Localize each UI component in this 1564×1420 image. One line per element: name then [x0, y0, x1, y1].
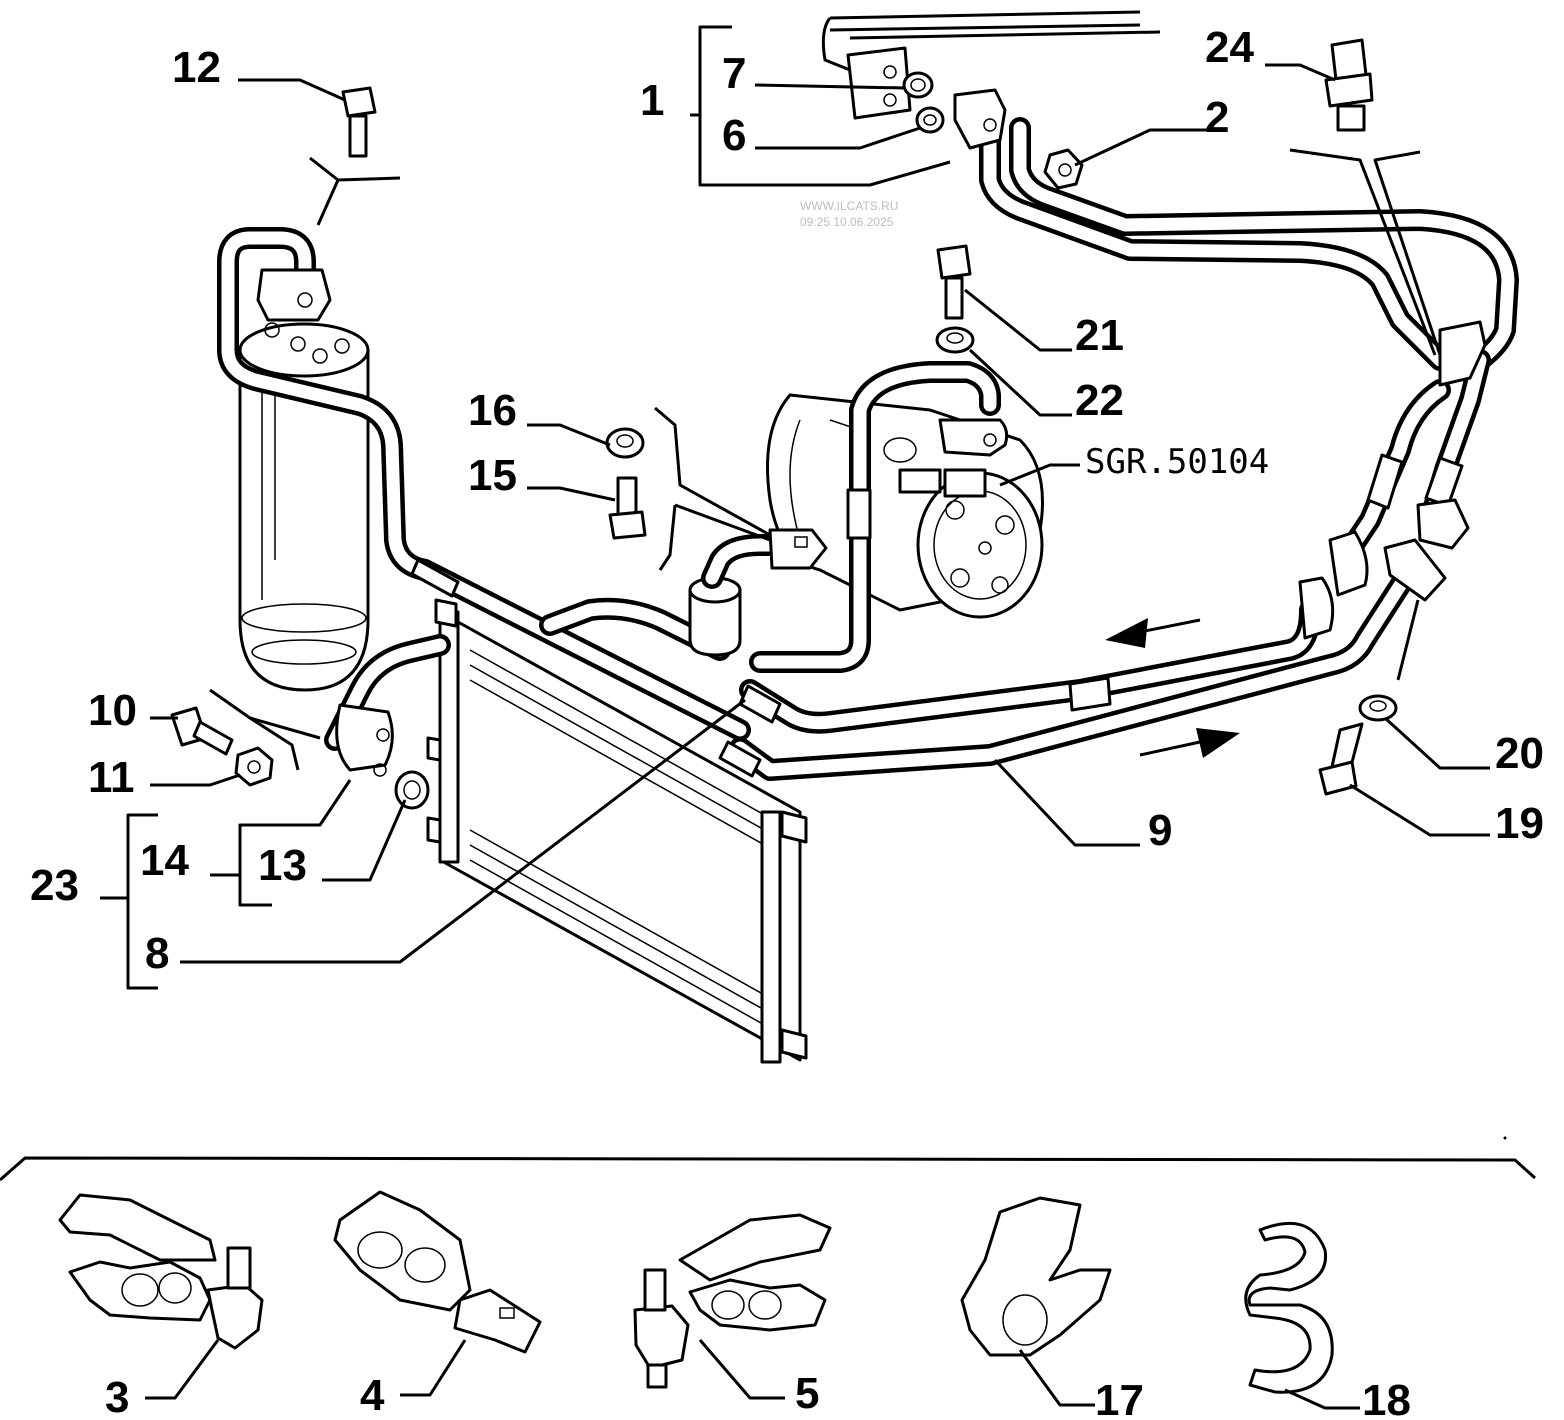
section-divider — [0, 1136, 1537, 1182]
clip-5 — [633, 1213, 832, 1389]
clip-4 — [333, 1190, 542, 1354]
callout-18: 18 — [1362, 1376, 1411, 1420]
fittings — [256, 88, 1487, 777]
inline-filter — [688, 528, 828, 657]
callout-4: 4 — [360, 1371, 385, 1420]
expansion-block — [821, 10, 1161, 120]
pipe-receiver-to-condenser — [217, 227, 751, 741]
callout-11: 11 — [88, 753, 135, 802]
pipe-condenser-to-filter — [539, 597, 731, 661]
watermark-site: WWW.ILCATS.RU — [800, 199, 898, 213]
callout-1: 1 — [640, 76, 664, 125]
callout-20: 20 — [1495, 729, 1544, 778]
receiver-drier — [238, 322, 370, 692]
watermark: WWW.ILCATS.RU 09:25 10.06.2025 — [800, 199, 898, 229]
clip-18 — [1244, 1221, 1334, 1394]
watermark-timestamp: 09:25 10.06.2025 — [800, 215, 894, 229]
callout-6: 6 — [722, 111, 746, 160]
condenser — [426, 598, 808, 1064]
clip-3 — [58, 1193, 264, 1350]
callout-24: 24 — [1205, 23, 1254, 72]
callout-5: 5 — [795, 1369, 819, 1418]
callout-13: 13 — [258, 841, 307, 890]
leader-lines — [100, 25, 1490, 990]
clips-leader-lines — [145, 1339, 1360, 1410]
callout-22: 22 — [1075, 376, 1124, 425]
reference-code: SGR.50104 — [1085, 442, 1269, 482]
pipe-receiver-to-condenser-lower — [324, 634, 451, 751]
arrow-left-icon — [1105, 618, 1148, 648]
callout-3: 3 — [105, 1373, 129, 1420]
callout-23: 23 — [30, 861, 79, 910]
flow-arrows — [1105, 618, 1240, 758]
callout-14: 14 — [140, 836, 189, 885]
callout-16: 16 — [468, 386, 517, 435]
callout-19: 19 — [1495, 799, 1544, 848]
callout-numbers-clips: 3 4 5 17 18 — [105, 1369, 1411, 1420]
callout-9: 9 — [1148, 806, 1172, 855]
callout-7: 7 — [722, 49, 746, 98]
pipe-compressor-discharge — [749, 361, 1001, 673]
arrow-right-icon — [1196, 728, 1240, 758]
pipe-upper-return — [979, 117, 1519, 371]
callout-15: 15 — [468, 451, 517, 500]
callout-numbers-main: 12 1 7 6 2 24 21 22 SGR.50104 16 15 10 1… — [30, 23, 1544, 978]
clip-17 — [960, 1196, 1112, 1357]
loose-parts — [170, 38, 1398, 810]
callout-2: 2 — [1205, 93, 1229, 142]
pipe-line-9 — [729, 559, 1421, 781]
pipe-sleeves — [410, 453, 1464, 778]
callout-8: 8 — [145, 929, 169, 978]
callout-12: 12 — [172, 43, 221, 92]
callout-17: 17 — [1095, 1376, 1144, 1420]
callout-10: 10 — [88, 686, 137, 735]
callout-21: 21 — [1075, 311, 1124, 360]
